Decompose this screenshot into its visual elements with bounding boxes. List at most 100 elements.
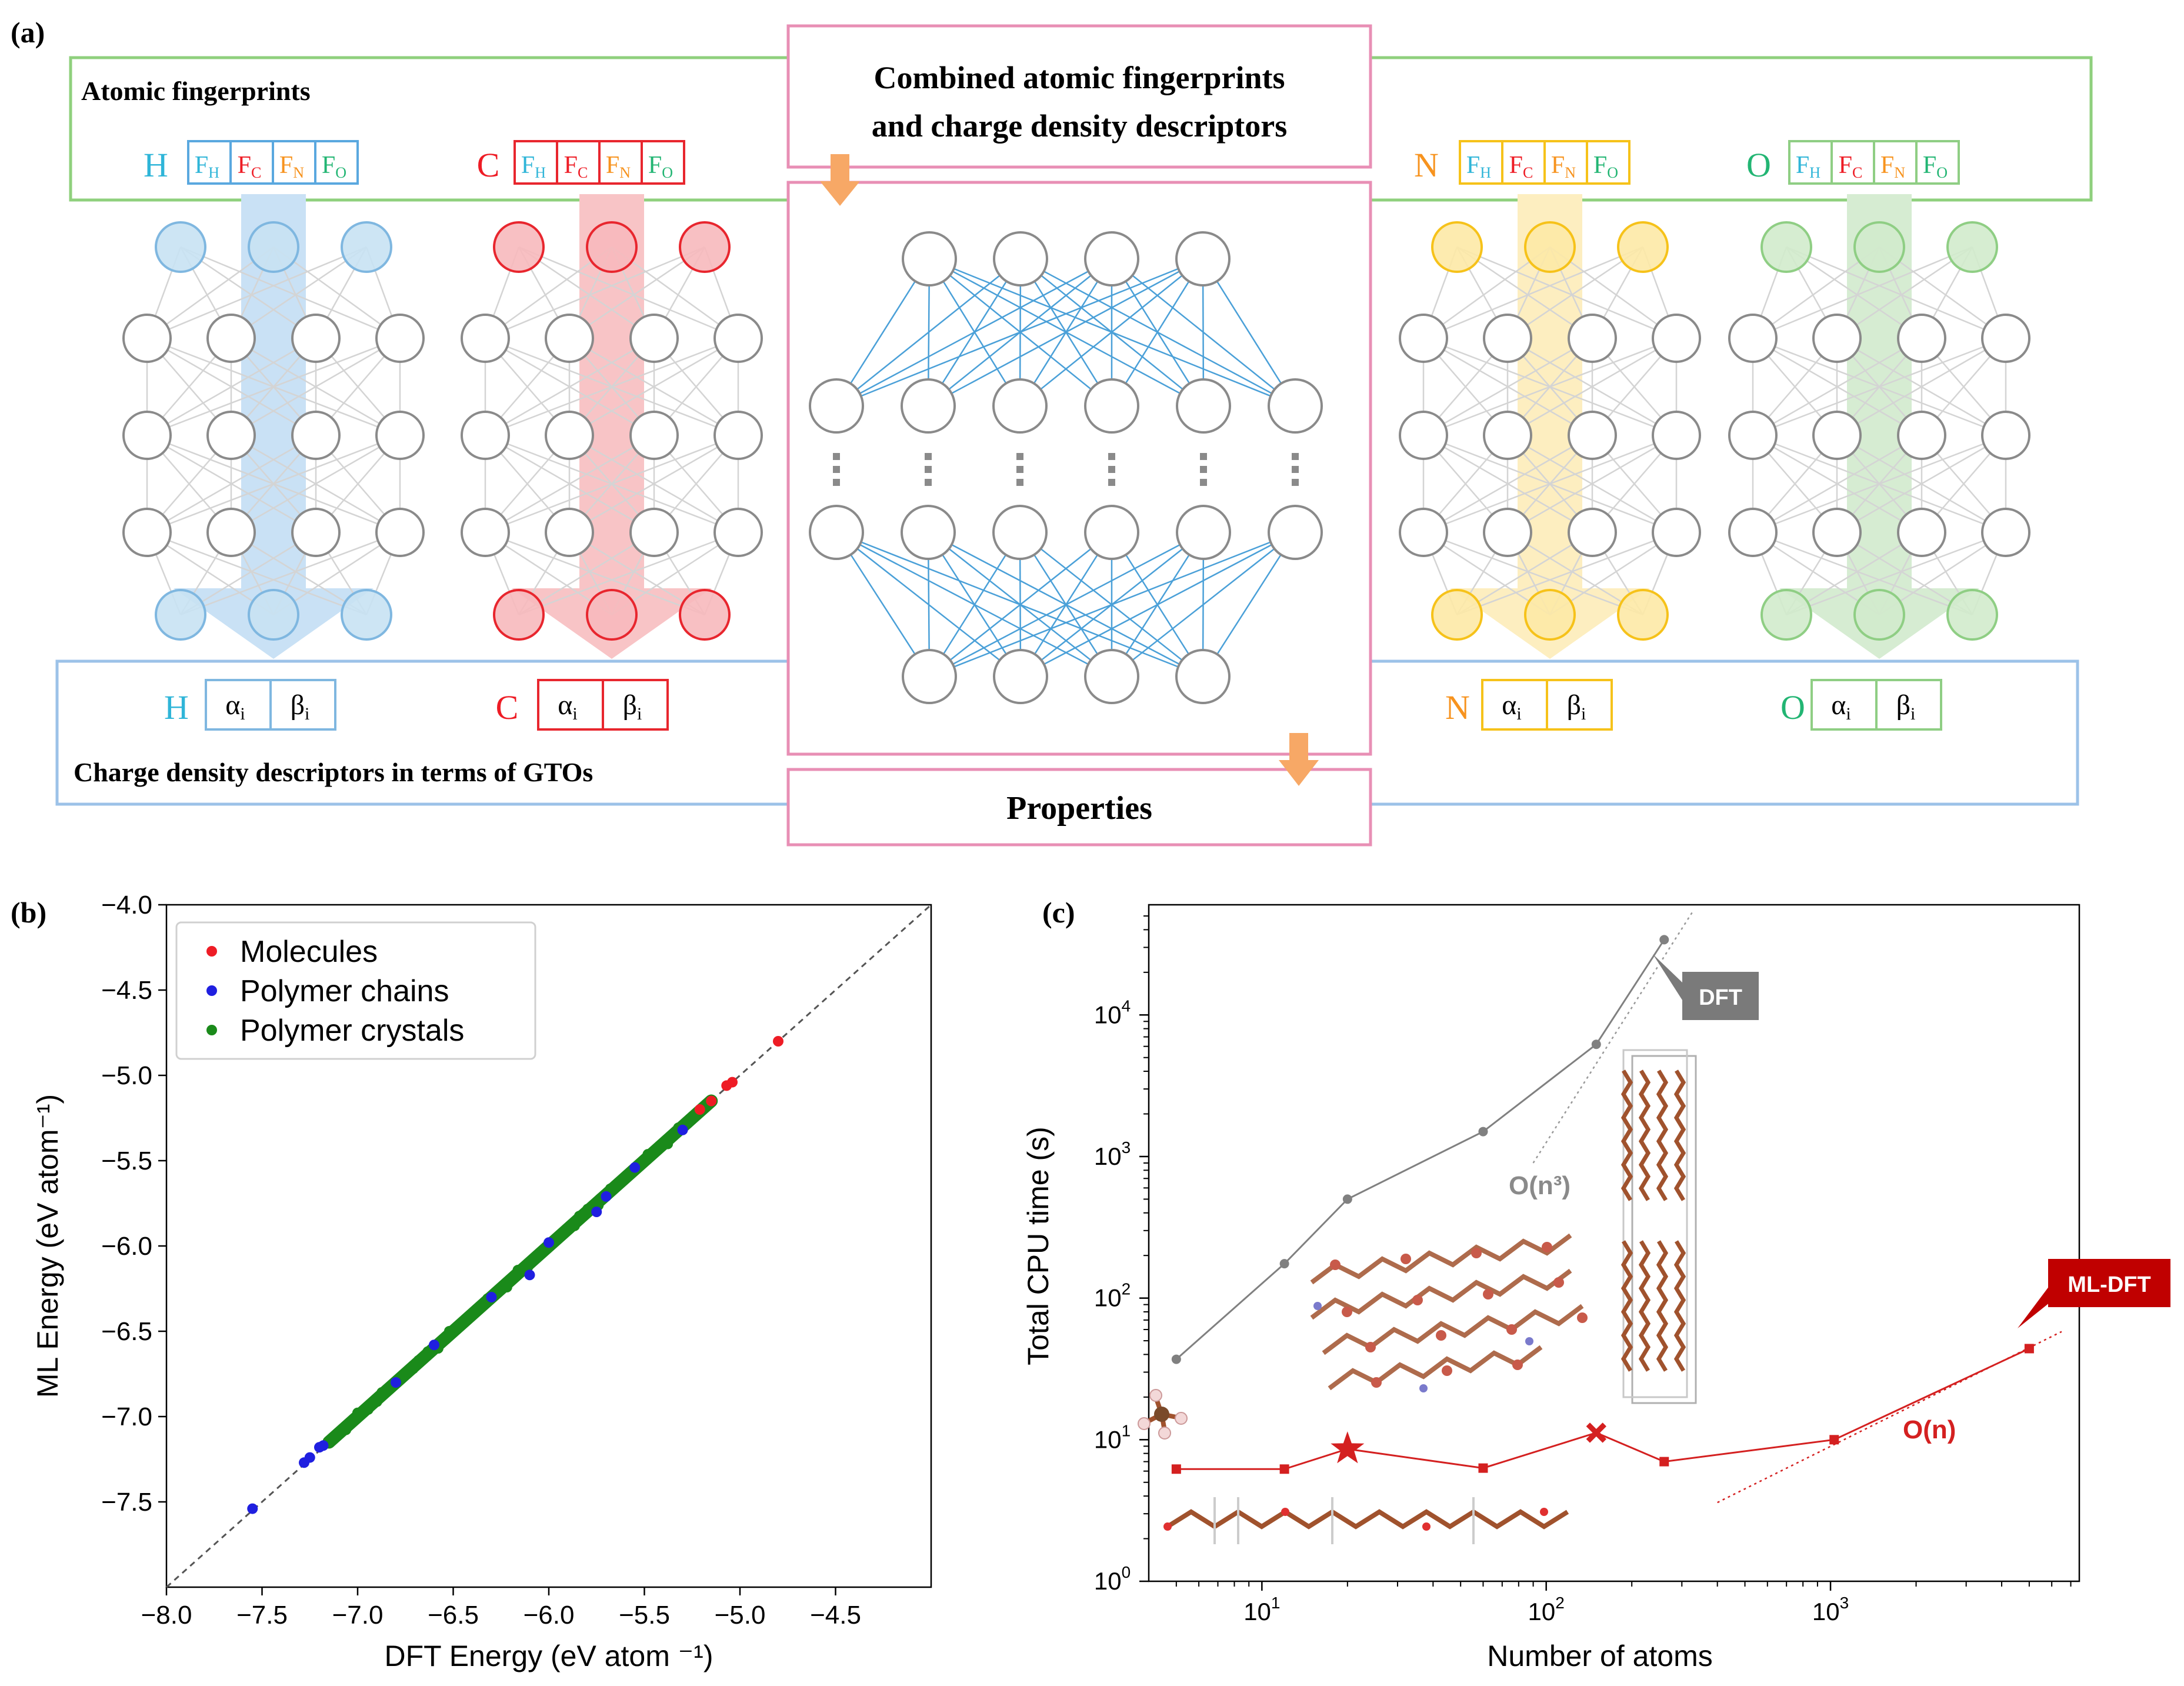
output-node: [679, 589, 731, 641]
polymer-crystal-point: [422, 1346, 434, 1357]
y-tick-label: −4.0: [101, 891, 152, 919]
polymer-crystal-point: [573, 1211, 585, 1222]
hidden-node: [122, 314, 172, 363]
ml-dft-point: [1659, 1457, 1669, 1467]
fingerprint-cell-text: FO: [1923, 152, 1948, 181]
hidden-node: [629, 508, 679, 557]
fingerprint-cell-text: FH: [521, 152, 546, 181]
fingerprint-cell: [1830, 140, 1875, 185]
molecules-point: [706, 1095, 717, 1107]
ellipsis-dot: [833, 479, 840, 486]
combined-node: [992, 378, 1048, 434]
output-node: [341, 589, 392, 641]
o-n3-guide: [1532, 909, 1695, 1164]
polymer-crystal-point: [352, 1407, 363, 1418]
y-tick-label: −6.0: [101, 1232, 152, 1261]
legend-marker-polymer-chains: [206, 985, 217, 996]
output-arrow: [1279, 733, 1319, 786]
fingerprint-cell: [641, 140, 685, 185]
hidden-node: [1568, 314, 1617, 363]
combined-node: [902, 649, 957, 704]
polymer-crystal-point: [413, 1355, 424, 1366]
output-node: [1431, 589, 1483, 641]
input-node: [493, 221, 545, 273]
polymer-crystal-point: [362, 1404, 374, 1415]
ellipsis-dot: [1292, 479, 1299, 486]
hidden-node: [375, 508, 425, 557]
input-node: [679, 221, 731, 273]
ml-dft-star-point: [1331, 1431, 1365, 1464]
combined-title-box: [786, 24, 1372, 169]
hidden-node: [1652, 411, 1701, 460]
hidden-node: [1981, 508, 2030, 557]
descriptor-symbol-n: N: [1445, 688, 1470, 727]
input-node: [586, 221, 638, 273]
hidden-node: [1399, 411, 1448, 460]
dft-point: [1342, 1194, 1352, 1204]
legend-label-polymer-chains: Polymer chains: [240, 974, 449, 1008]
small-molecule-illustration: [1138, 1389, 1188, 1440]
x-tick-label: −8.0: [141, 1601, 192, 1630]
dft-point: [1171, 1354, 1181, 1364]
ellipsis-dot: [833, 453, 840, 460]
combined-node: [1084, 378, 1139, 434]
ml-dft-point: [2024, 1344, 2034, 1354]
hidden-node: [545, 508, 594, 557]
x-tick-label: −6.0: [524, 1601, 575, 1630]
descriptor-cell: [1810, 679, 1878, 731]
input-node: [1946, 221, 1998, 273]
parity-plot-ticks: −8.0−7.5−7.0−6.5−6.0−5.5−5.0−4.5−7.5−7.0…: [101, 891, 861, 1630]
polymer-chains-point: [247, 1503, 258, 1514]
polymer-chains-point: [544, 1237, 554, 1248]
combined-node: [809, 505, 864, 560]
hidden-node: [461, 508, 510, 557]
ellipsis-dot: [1108, 453, 1115, 460]
hidden-node: [1728, 314, 1778, 363]
hidden-node: [629, 314, 679, 363]
legend-box: [175, 921, 536, 1060]
ellipsis-dot: [1108, 466, 1115, 473]
o-n-label: O(n): [1903, 1415, 1956, 1444]
ml-dft-line: [1176, 1348, 2030, 1470]
combined-node: [1084, 231, 1139, 286]
polymer-cell-illustration: [1621, 1049, 1697, 1404]
combined-node: [993, 649, 1048, 704]
dft-callout-box: [1682, 972, 1759, 1020]
ellipsis-dot: [1200, 453, 1207, 460]
fingerprint-symbol-o: O: [1746, 146, 1771, 184]
ellipsis-dot: [1292, 466, 1299, 473]
legend-label-polymer-crystals: Polymer crystals: [240, 1014, 464, 1048]
fingerprint-cell-text: FN: [606, 152, 631, 181]
panel-a: (a) Atomic fingerprints Charge density d…: [11, 16, 2093, 847]
polymer-crystal-point: [371, 1396, 382, 1407]
panel-a-label: (a): [11, 16, 45, 49]
polymer-crystal-point: [623, 1169, 634, 1181]
parity-legend: Molecules Polymer chains Polymer crystal…: [175, 921, 536, 1060]
ml-dft-x-point: [1586, 1422, 1606, 1443]
polymer-chain-illustration: [1163, 1497, 1569, 1544]
fingerprint-cell: [556, 140, 601, 185]
combined-network-box: [786, 181, 1372, 756]
hidden-node: [1897, 508, 1946, 557]
polymer-crystal-point: [582, 1204, 593, 1215]
combined-node: [809, 378, 864, 434]
hidden-node: [1728, 508, 1778, 557]
fingerprint-cell-text: FC: [1839, 152, 1863, 181]
output-node: [1617, 589, 1669, 641]
input-node: [1853, 221, 1905, 273]
panel-c-label: (c): [1042, 896, 1075, 929]
y-tick-label: −5.0: [101, 1061, 152, 1090]
combined-node: [901, 505, 956, 560]
polymer-crystal-point: [569, 1220, 580, 1231]
fingerprint-cell-text: FN: [1551, 152, 1576, 181]
hidden-node: [1897, 314, 1946, 363]
polymer-chains-point: [486, 1292, 497, 1302]
combined-node: [1175, 231, 1231, 286]
hidden-node: [291, 508, 341, 557]
combined-node: [1084, 649, 1139, 704]
